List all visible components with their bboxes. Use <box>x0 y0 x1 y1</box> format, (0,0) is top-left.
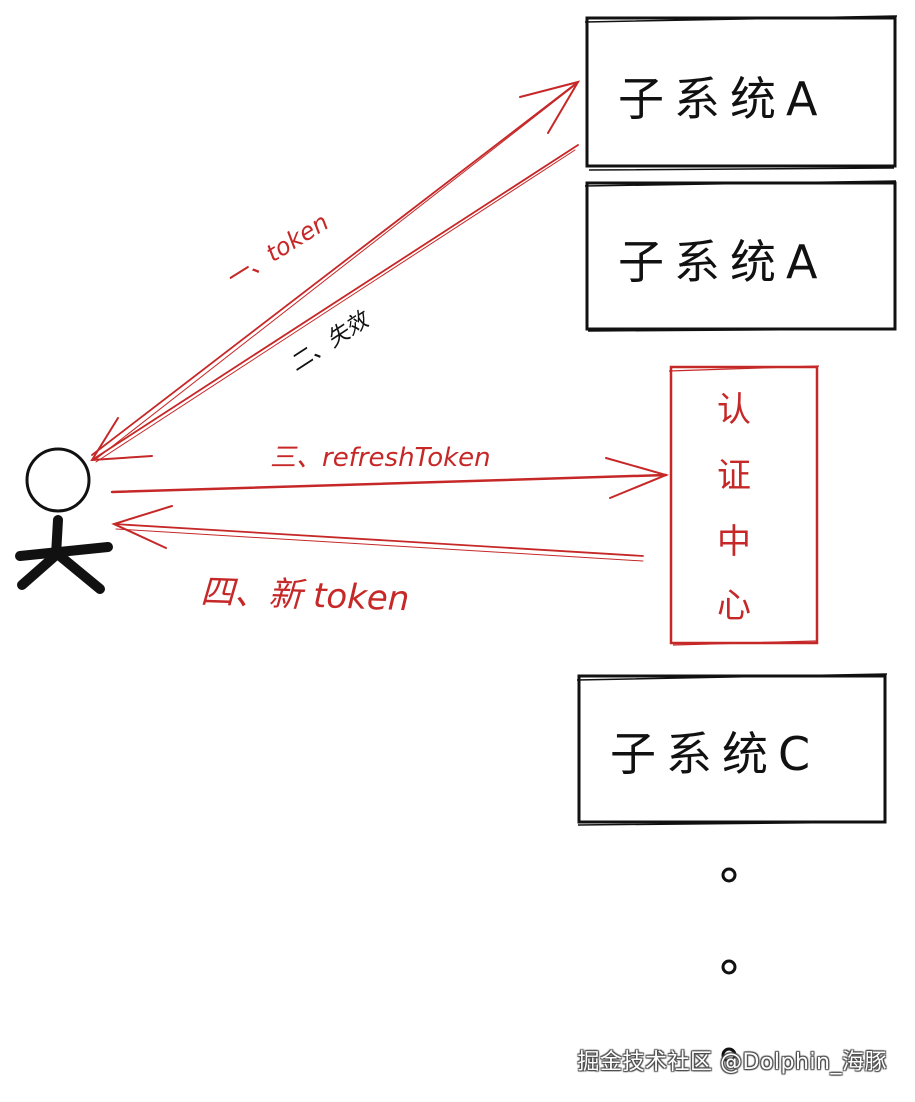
auth-center-box: 认 证 中 心 <box>668 365 820 646</box>
stick-figure-icon <box>15 447 113 594</box>
subsystem-a-label-1: 子系统A <box>618 72 827 126</box>
watermark: 掘金技术社区 @Dolphin_海豚 <box>577 1050 887 1075</box>
arrow-new-token-label: 四、新 token <box>200 572 410 619</box>
arrow-invalid-label: 二、失效 <box>286 307 376 378</box>
subsystem-a-box-2: 子系统A <box>584 180 897 332</box>
arrow-refresh-token <box>110 457 670 499</box>
auth-center-char-4: 心 <box>717 586 751 626</box>
auth-center-char-1: 认 <box>717 390 751 430</box>
auth-center-char-3: 中 <box>717 522 751 562</box>
subsystem-a-box-1: 子系统A <box>584 15 898 171</box>
arrow-token-label: 一、token <box>220 208 333 293</box>
auth-center-char-2: 证 <box>717 456 751 496</box>
subsystem-a-label-2: 子系统A <box>618 235 827 289</box>
arrow-invalid <box>90 144 579 463</box>
arrow-refresh-token-label: 三、refreshToken <box>270 443 491 473</box>
vertical-dots-icon <box>721 867 737 1063</box>
arrow-new-token <box>111 505 644 562</box>
arrow-token <box>91 80 581 460</box>
subsystem-c-label: 子系统C <box>610 727 820 781</box>
subsystem-c-box: 子系统C <box>576 673 888 826</box>
